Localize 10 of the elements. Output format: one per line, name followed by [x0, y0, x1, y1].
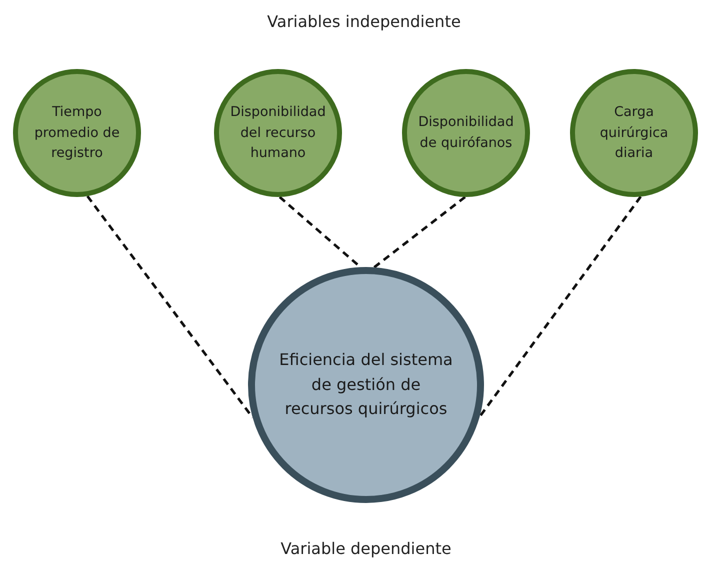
group-heading: Variables independiente	[267, 12, 461, 31]
dashed-connector	[86, 195, 254, 418]
node-label: Tiempo promedio de registro	[33, 102, 121, 164]
node-label: Carga quirúrgica diaria	[598, 102, 670, 164]
node-label: Eficiencia del sistema de gestión de recursos quirúrgicos	[278, 348, 454, 420]
dashed-connector	[373, 196, 466, 268]
group-heading: Variable dependiente	[280, 539, 452, 558]
node-label: Disponibilidad del recurso humano	[229, 102, 327, 164]
dashed-connector	[478, 196, 642, 418]
node-label: Disponibilidad de quirófanos	[417, 113, 515, 153]
